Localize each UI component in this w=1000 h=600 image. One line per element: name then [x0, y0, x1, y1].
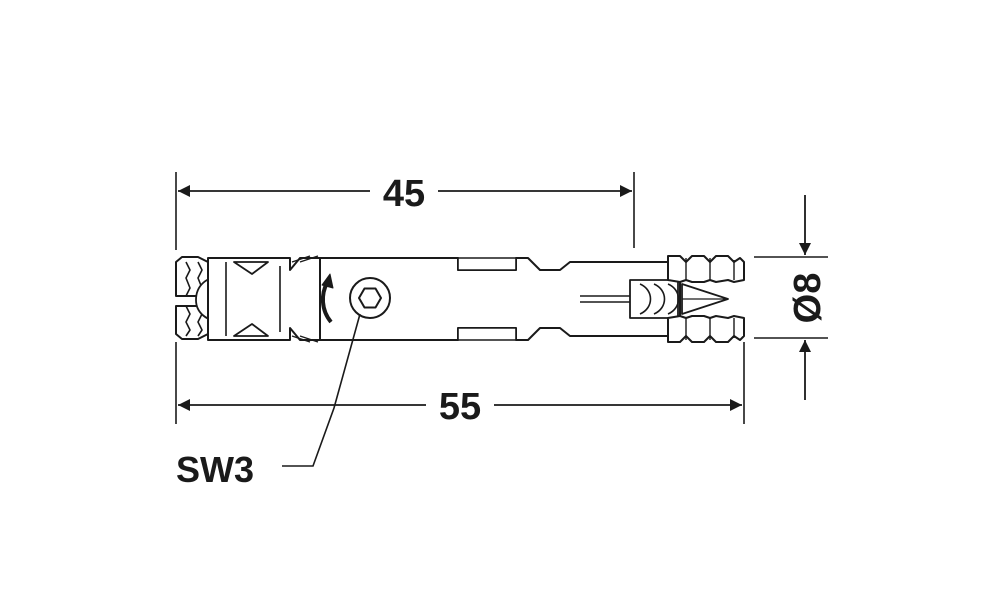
leader-line [282, 313, 361, 467]
right-expanding-head [667, 255, 745, 343]
dimension-label-diameter: Ø8 [787, 273, 829, 324]
expanding-cone [629, 279, 729, 319]
hex-socket [349, 277, 391, 319]
dimension-diameter: Ø8 [787, 195, 829, 400]
rotation-arrow-icon [320, 273, 334, 324]
dimension-55: 55 [178, 386, 742, 428]
callout-label-sw3: SW3 [176, 449, 254, 490]
dimension-label-45: 45 [383, 173, 425, 215]
dimension-45: 45 [178, 173, 632, 215]
extension-lines [175, 172, 828, 424]
dimension-label-55: 55 [439, 386, 481, 428]
connector-bolt [175, 255, 745, 343]
callout-sw3: SW3 [176, 313, 361, 490]
